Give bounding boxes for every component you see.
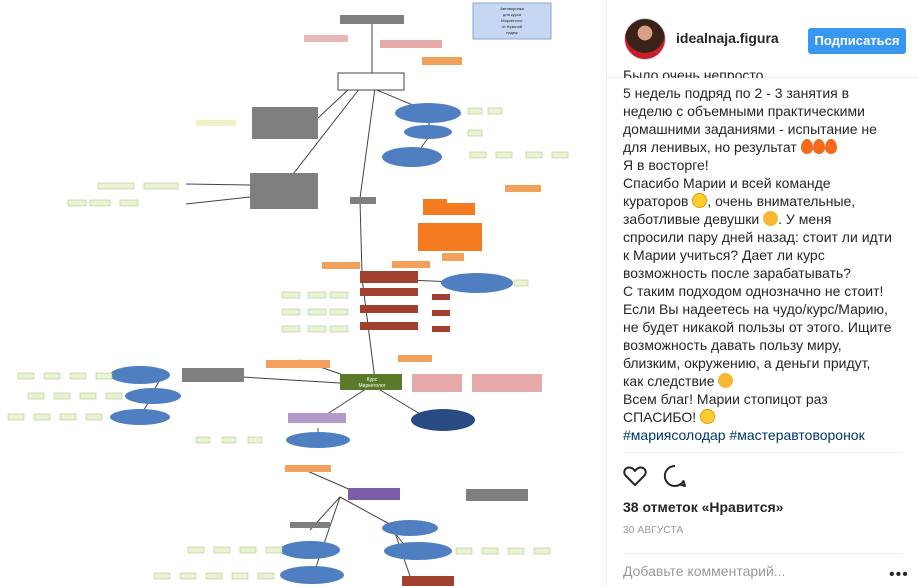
fire-icon (824, 139, 837, 154)
hashtags[interactable]: #мариясолодар #мастеравтоворонок (623, 427, 865, 443)
caption-line-3: Я в восторге! (623, 157, 709, 173)
post-sidebar: idealnaja.figura Подписаться Было очень … (606, 0, 918, 586)
corner-note-line-3: Маркетолог (501, 18, 523, 23)
caption-line-4: Спасибо Марии и всей команде кураторов ,… (623, 175, 892, 281)
corner-note-line-2: для курса (503, 12, 522, 17)
caption-top-mask (607, 78, 918, 84)
fire-icon (800, 139, 813, 154)
follow-button[interactable]: Подписаться (808, 28, 906, 54)
smile-emoji-icon (718, 373, 734, 388)
corner-note-line-5: надеж (506, 30, 518, 35)
divider (623, 553, 903, 554)
central-node-line-1: Курс (367, 377, 378, 383)
post-image: Автоворонка для курса Маркетолог от Кузи… (7, 2, 569, 586)
post-date[interactable]: 30 АВГУСТА (623, 525, 684, 536)
avatar[interactable] (624, 18, 666, 60)
caption: Было очень непросто. 5 недель подряд по … (623, 66, 893, 444)
funnel-diagram: Автоворонка для курса Маркетолог от Кузи… (7, 2, 569, 586)
divider (623, 452, 903, 453)
caption-line-5: С таким подходом однозначно не стоит! Ес… (623, 283, 892, 389)
heart-eyes-emoji-icon (692, 193, 708, 208)
comment-input[interactable]: Добавьте комментарий... (623, 563, 786, 579)
more-options-icon[interactable]: ••• (889, 566, 909, 583)
comment-icon[interactable] (663, 464, 687, 488)
caption-line-6: Всем благ! Марии стопицот раз СПАСИБО! (623, 391, 828, 425)
heart-icon[interactable] (623, 465, 647, 487)
central-node-line-2: Маркетолог (358, 383, 385, 389)
corner-note-line-1: Автоворонка (500, 6, 525, 11)
caption-line-2: 5 недель подряд по 2 - 3 занятия в недел… (623, 85, 877, 155)
corner-note-line-4: от Кузиной (502, 24, 522, 29)
likes-count[interactable]: 38 отметок «Нравится» (623, 499, 784, 515)
heart-eyes-emoji-icon (700, 409, 716, 424)
fire-icon (812, 139, 825, 154)
username-link[interactable]: idealnaja.figura (676, 30, 779, 46)
post-header: idealnaja.figura Подписаться (607, 0, 918, 78)
smiling-emoji-icon (763, 211, 779, 226)
